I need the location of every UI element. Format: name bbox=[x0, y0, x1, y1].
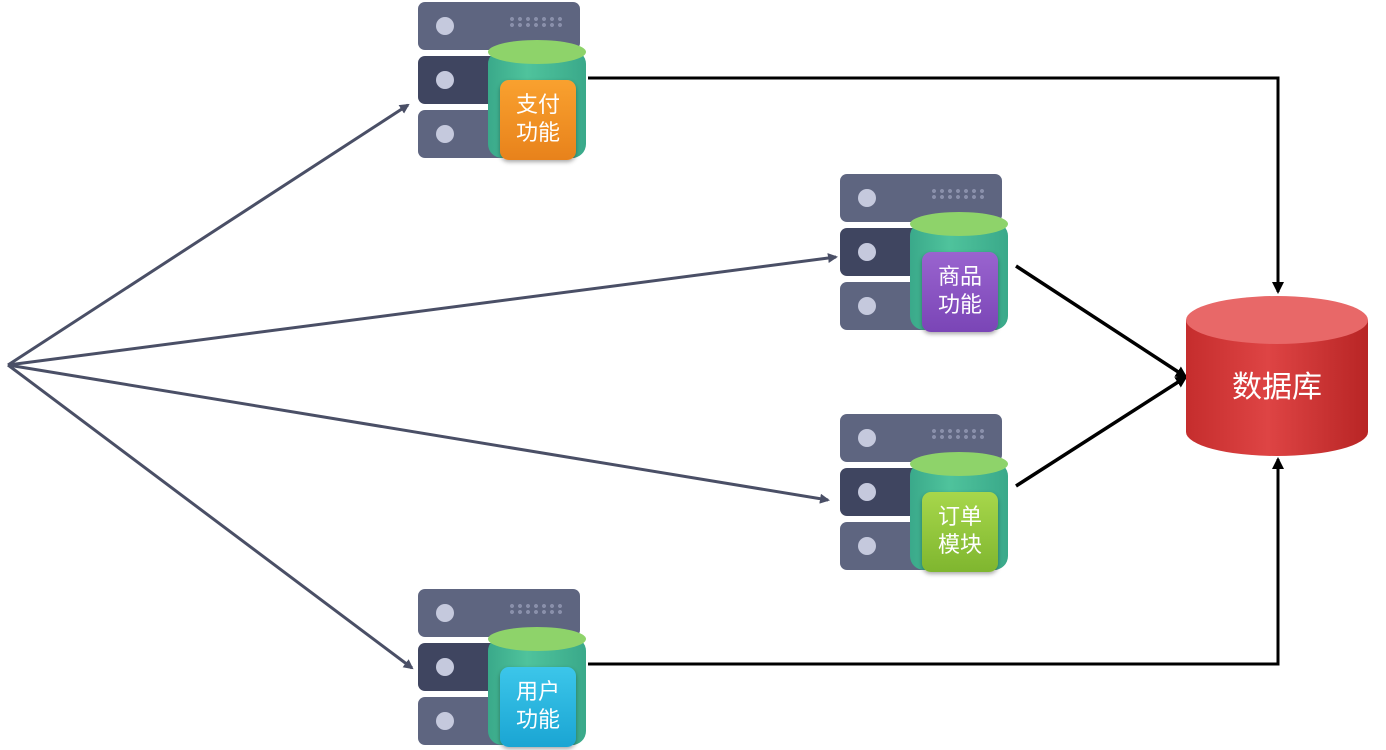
module-label-line1: 商品 bbox=[937, 265, 982, 290]
database-drum-icon: 商品 功能 bbox=[910, 212, 1008, 334]
module-label-line2: 功能 bbox=[937, 293, 982, 318]
led-icon bbox=[858, 297, 876, 315]
module-label-line1: 支付 bbox=[515, 93, 560, 118]
module-label-line1: 用户 bbox=[515, 680, 560, 705]
module-user: 用户 功能 bbox=[418, 589, 588, 749]
led-icon bbox=[858, 429, 876, 447]
module-label-line2: 功能 bbox=[515, 708, 560, 733]
led-icon bbox=[858, 483, 876, 501]
module-order: 订单 模块 bbox=[840, 414, 1010, 574]
server-rack-unit bbox=[418, 589, 580, 637]
module-label-user: 用户 功能 bbox=[500, 667, 576, 747]
database-label: 数据库 bbox=[1232, 370, 1322, 405]
led-icon bbox=[858, 189, 876, 207]
led-icon bbox=[858, 537, 876, 555]
db-arrow-order bbox=[1015, 375, 1188, 488]
database-drum-icon: 订单 模块 bbox=[910, 452, 1008, 574]
database-drum-icon: 支付 功能 bbox=[488, 40, 586, 162]
client-arrow-order bbox=[7, 363, 830, 504]
db-arrow-user bbox=[588, 457, 1284, 666]
vent-icon bbox=[508, 16, 564, 28]
module-label-line2: 模块 bbox=[937, 533, 982, 558]
client-arrow-payment bbox=[7, 103, 410, 367]
database-cylinder-icon bbox=[1186, 296, 1368, 456]
db-arrow-payment bbox=[588, 76, 1284, 294]
vent-icon bbox=[930, 188, 986, 200]
vent-icon bbox=[930, 428, 986, 440]
module-label-product: 商品 功能 bbox=[922, 252, 998, 332]
module-label-payment: 支付 功能 bbox=[500, 80, 576, 160]
db-arrow-product bbox=[1015, 264, 1188, 379]
module-payment: 支付 功能 bbox=[418, 2, 588, 162]
led-icon bbox=[436, 17, 454, 35]
module-label-line1: 订单 bbox=[937, 505, 982, 530]
led-icon bbox=[436, 125, 454, 143]
client-arrow-user bbox=[7, 363, 414, 670]
client-arrow-product bbox=[7, 253, 838, 367]
database-drum-icon: 用户 功能 bbox=[488, 627, 586, 749]
led-icon bbox=[436, 71, 454, 89]
led-icon bbox=[436, 604, 454, 622]
led-icon bbox=[436, 658, 454, 676]
led-icon bbox=[858, 243, 876, 261]
vent-icon bbox=[508, 603, 564, 615]
module-product: 商品 功能 bbox=[840, 174, 1010, 334]
led-icon bbox=[436, 712, 454, 730]
module-label-order: 订单 模块 bbox=[922, 492, 998, 572]
module-label-line2: 功能 bbox=[515, 121, 560, 146]
